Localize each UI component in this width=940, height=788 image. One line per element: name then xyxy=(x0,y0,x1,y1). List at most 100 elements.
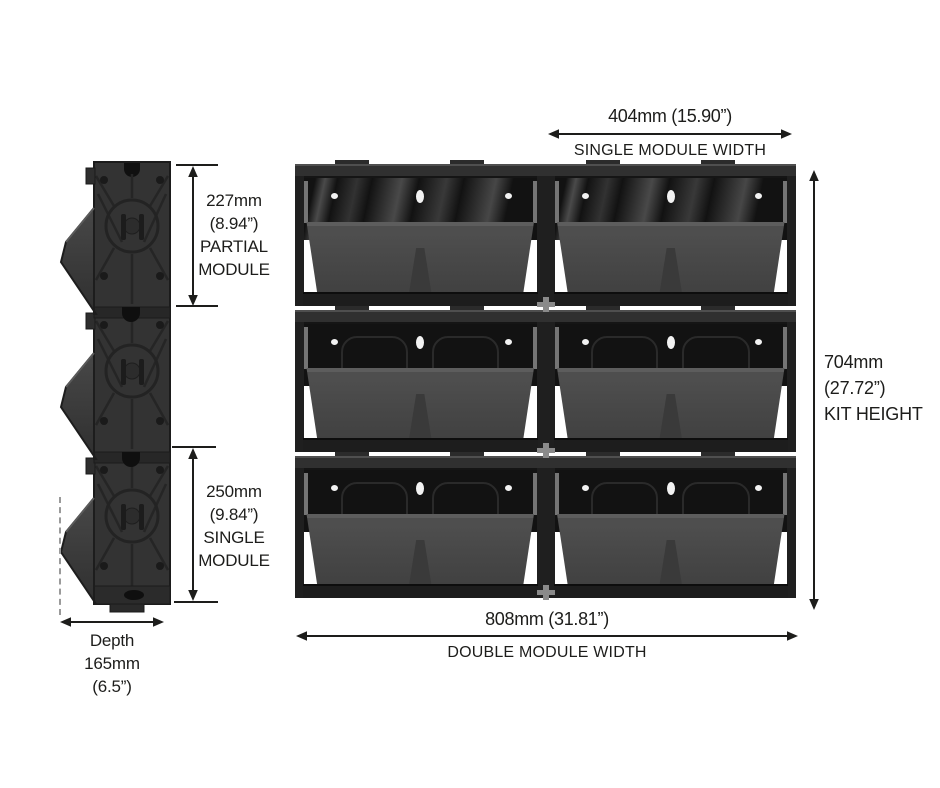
trough-ridge xyxy=(659,248,682,292)
pocket-profile xyxy=(59,495,98,605)
keyhole-slot xyxy=(416,336,425,349)
pocket-outline xyxy=(431,482,500,532)
frame-highlight xyxy=(783,473,787,515)
dim-line: (8.94”) xyxy=(209,214,259,233)
rail-tab xyxy=(450,306,485,312)
rail-tab xyxy=(585,160,620,166)
connector-clip xyxy=(537,443,555,458)
screw-hole xyxy=(331,193,339,199)
frame-highlight xyxy=(554,473,559,515)
rail-tab xyxy=(700,160,735,166)
side-frame xyxy=(787,468,796,598)
rail-tab xyxy=(335,160,370,166)
trough-ridge xyxy=(659,540,682,584)
module-base xyxy=(553,438,788,452)
pocket-outline xyxy=(340,336,408,386)
rail-tab xyxy=(585,306,620,312)
connector-clip xyxy=(537,585,555,600)
trough-ridge xyxy=(409,540,432,584)
side-frame xyxy=(787,176,796,306)
planter-trough xyxy=(306,368,534,438)
mounting-rail xyxy=(295,164,546,178)
keyhole-slot xyxy=(416,190,425,203)
trough-ridge xyxy=(659,394,682,438)
frame-highlight xyxy=(532,327,537,369)
side-frame xyxy=(787,322,796,452)
single-module-width-arrow xyxy=(548,129,792,139)
dim-line: 165mm xyxy=(84,654,140,673)
trough-ridge xyxy=(409,248,432,292)
planter-trough xyxy=(306,514,534,584)
dimension-tick xyxy=(176,164,218,166)
frame-highlight xyxy=(532,473,537,515)
screw-hole xyxy=(581,193,589,199)
screw-hole xyxy=(581,339,589,345)
side-frame xyxy=(545,468,555,598)
mounting-rail xyxy=(545,310,796,324)
frame-highlight xyxy=(304,473,308,515)
rail-tab xyxy=(335,306,370,312)
depth-dimension-arrow xyxy=(60,617,164,627)
dim-line: 704mm xyxy=(824,352,884,372)
connector-clip xyxy=(537,297,555,312)
side-frame xyxy=(545,176,555,306)
rail-tab xyxy=(450,160,485,166)
single-module-width-value: 404mm (15.90”) xyxy=(608,106,732,126)
frame-highlight xyxy=(783,327,787,369)
screw-hole xyxy=(755,339,763,345)
frame-highlight xyxy=(304,327,308,369)
double-module-width-value: 808mm (31.81”) xyxy=(485,609,609,629)
pocket-outline xyxy=(431,336,500,386)
module-base xyxy=(303,292,538,306)
module-base xyxy=(303,584,538,598)
side-frame xyxy=(295,322,304,452)
dimension-tick xyxy=(176,305,218,307)
mounting-rail xyxy=(545,164,796,178)
rail-tab xyxy=(450,452,485,458)
kit-height-label: 704mm (27.72”) KIT HEIGHT xyxy=(824,349,936,427)
screw-hole xyxy=(331,339,339,345)
keyhole-slot xyxy=(666,482,675,495)
rail-tab xyxy=(585,452,620,458)
double-module-width-arrow xyxy=(296,631,798,641)
dim-line: PARTIAL xyxy=(200,237,268,256)
screw-hole xyxy=(755,485,763,491)
side-frame xyxy=(295,176,304,306)
planter-module xyxy=(295,160,546,306)
pocket-profile xyxy=(59,205,98,315)
dim-line: (9.84”) xyxy=(209,505,259,524)
dimension-tick xyxy=(174,601,218,603)
rail-tab xyxy=(700,452,735,458)
screw-hole xyxy=(331,485,339,491)
pocket-outline xyxy=(682,482,750,532)
planter-module xyxy=(545,452,796,598)
depth-reference-line xyxy=(59,497,61,615)
pocket-outline xyxy=(340,482,408,532)
side-frame xyxy=(536,468,546,598)
mounting-rail xyxy=(295,310,546,324)
single-module-dimension-arrow xyxy=(188,448,198,601)
screw-hole xyxy=(504,339,512,345)
partial-module-dimension-arrow xyxy=(188,166,198,306)
keyhole-slot xyxy=(666,190,675,203)
planter-module xyxy=(295,306,546,452)
frame-highlight xyxy=(304,181,308,223)
side-frame xyxy=(295,468,304,598)
dim-line: (27.72”) xyxy=(824,378,886,398)
screw-hole xyxy=(581,485,589,491)
screw-hole xyxy=(504,193,512,199)
side-view-illustration xyxy=(59,161,171,613)
planter-module xyxy=(295,452,546,598)
dim-line: 250mm xyxy=(206,482,262,501)
partial-module-dimension-label: 227mm (8.94”) PARTIAL MODULE xyxy=(192,189,276,281)
pocket-profile xyxy=(59,350,98,460)
trough-ridge xyxy=(409,394,432,438)
rail-tab xyxy=(700,306,735,312)
planter-trough xyxy=(306,222,534,292)
dim-line: KIT HEIGHT xyxy=(824,404,923,424)
module-base xyxy=(303,438,538,452)
module-base xyxy=(553,292,788,306)
dim-line: 227mm xyxy=(206,191,262,210)
side-frame xyxy=(536,322,546,452)
planter-trough xyxy=(557,368,785,438)
